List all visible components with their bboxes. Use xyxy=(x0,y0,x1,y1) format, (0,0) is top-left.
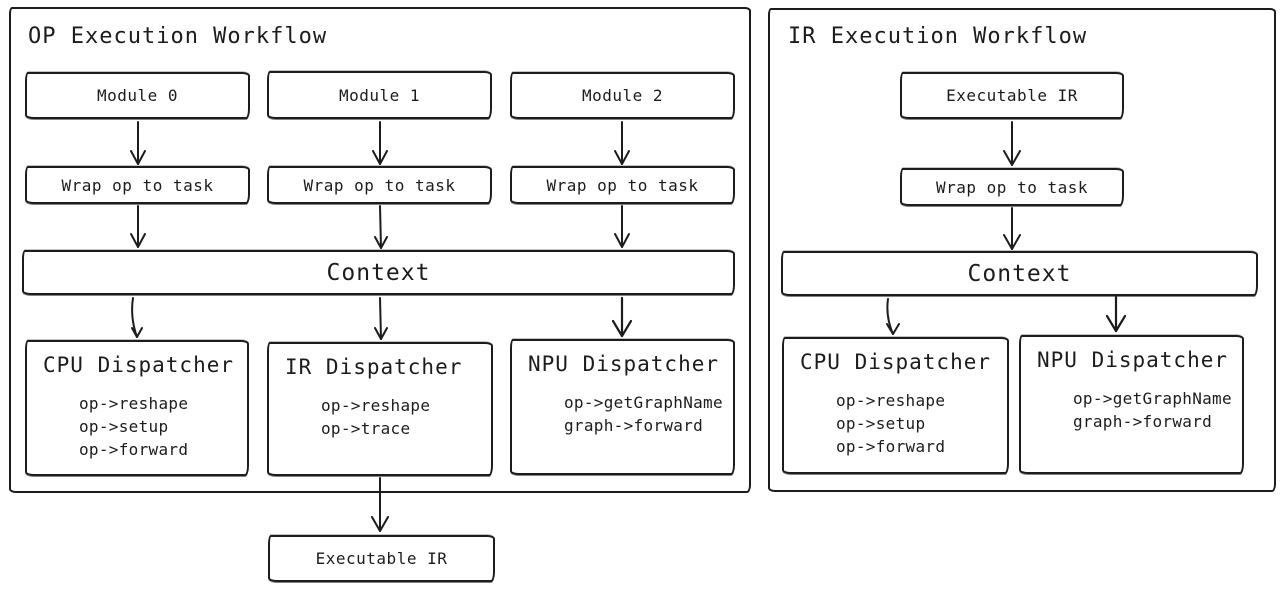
op-cpu-dispatcher-code: op->reshape op->setup op->forward xyxy=(79,392,247,461)
code-line: op->setup xyxy=(836,414,926,433)
ir-npu-dispatcher-box: NPU Dispatcher op->getGraphName graph->f… xyxy=(1019,335,1244,474)
code-line: op->trace xyxy=(321,419,411,438)
op-cpu-dispatcher-box: CPU Dispatcher op->reshape op->setup op-… xyxy=(25,340,249,476)
wrap-op-to-task-0-box: Wrap op to task xyxy=(25,166,250,204)
op-ir-dispatcher-code: op->reshape op->trace xyxy=(321,394,491,440)
code-line: op->setup xyxy=(79,417,169,436)
wrap-op-to-task-2-box: Wrap op to task xyxy=(510,166,735,204)
ir-input-executable-ir-label: Executable IR xyxy=(946,86,1078,105)
op-ir-dispatcher-title: IR Dispatcher xyxy=(285,355,463,379)
module-0-label: Module 0 xyxy=(96,86,179,105)
ir-input-executable-ir-box: Executable IR xyxy=(900,72,1124,119)
ir-cpu-dispatcher-title: CPU Dispatcher xyxy=(800,350,992,374)
op-result-executable-ir-box: Executable IR xyxy=(268,535,495,582)
code-line: graph->forward xyxy=(1073,412,1213,431)
code-line: graph->forward xyxy=(564,416,704,435)
module-1-label: Module 1 xyxy=(338,85,421,105)
op-cpu-dispatcher-title: CPU Dispatcher xyxy=(43,353,235,377)
code-line: op->reshape xyxy=(79,394,189,413)
op-npu-dispatcher-code: op->getGraphName graph->forward xyxy=(564,391,733,437)
wrap-op-to-task-2-label: Wrap op to task xyxy=(546,175,699,195)
wrap-op-to-task-1-label: Wrap op to task xyxy=(303,175,456,195)
code-line: op->reshape xyxy=(836,391,946,410)
module-1-box: Module 1 xyxy=(267,71,492,119)
ir-npu-dispatcher-title: NPU Dispatcher xyxy=(1037,348,1229,372)
ir-cpu-dispatcher-box: CPU Dispatcher op->reshape op->setup op-… xyxy=(782,337,1009,474)
op-context-box: Context xyxy=(22,250,735,295)
ir-wrap-op-to-task-box: Wrap op to task xyxy=(900,168,1124,206)
ir-wrap-op-to-task-label: Wrap op to task xyxy=(936,177,1088,197)
op-workflow-title: OP Execution Workflow xyxy=(28,24,328,49)
module-2-box: Module 2 xyxy=(510,72,735,119)
ir-context-box: Context xyxy=(781,251,1258,296)
code-line: op->forward xyxy=(79,440,189,459)
op-ir-dispatcher-box: IR Dispatcher op->reshape op->trace xyxy=(267,342,493,476)
wrap-op-to-task-1-box: Wrap op to task xyxy=(267,166,492,204)
wrap-op-to-task-0-label: Wrap op to task xyxy=(61,175,214,195)
module-0-box: Module 0 xyxy=(25,72,250,119)
code-line: op->getGraphName xyxy=(1073,389,1232,408)
op-context-label: Context xyxy=(326,259,431,286)
ir-npu-dispatcher-code: op->getGraphName graph->forward xyxy=(1073,387,1242,433)
code-line: op->getGraphName xyxy=(564,393,723,412)
ir-context-label: Context xyxy=(967,260,1072,287)
op-npu-dispatcher-box: NPU Dispatcher op->getGraphName graph->f… xyxy=(510,339,735,475)
ir-workflow-title: IR Execution Workflow xyxy=(788,24,1088,49)
code-line: op->reshape xyxy=(321,396,431,415)
op-npu-dispatcher-title: NPU Dispatcher xyxy=(528,352,720,376)
module-2-label: Module 2 xyxy=(581,86,664,105)
op-result-executable-ir-label: Executable IR xyxy=(315,549,448,568)
code-line: op->forward xyxy=(836,437,946,456)
ir-cpu-dispatcher-code: op->reshape op->setup op->forward xyxy=(836,389,1007,458)
